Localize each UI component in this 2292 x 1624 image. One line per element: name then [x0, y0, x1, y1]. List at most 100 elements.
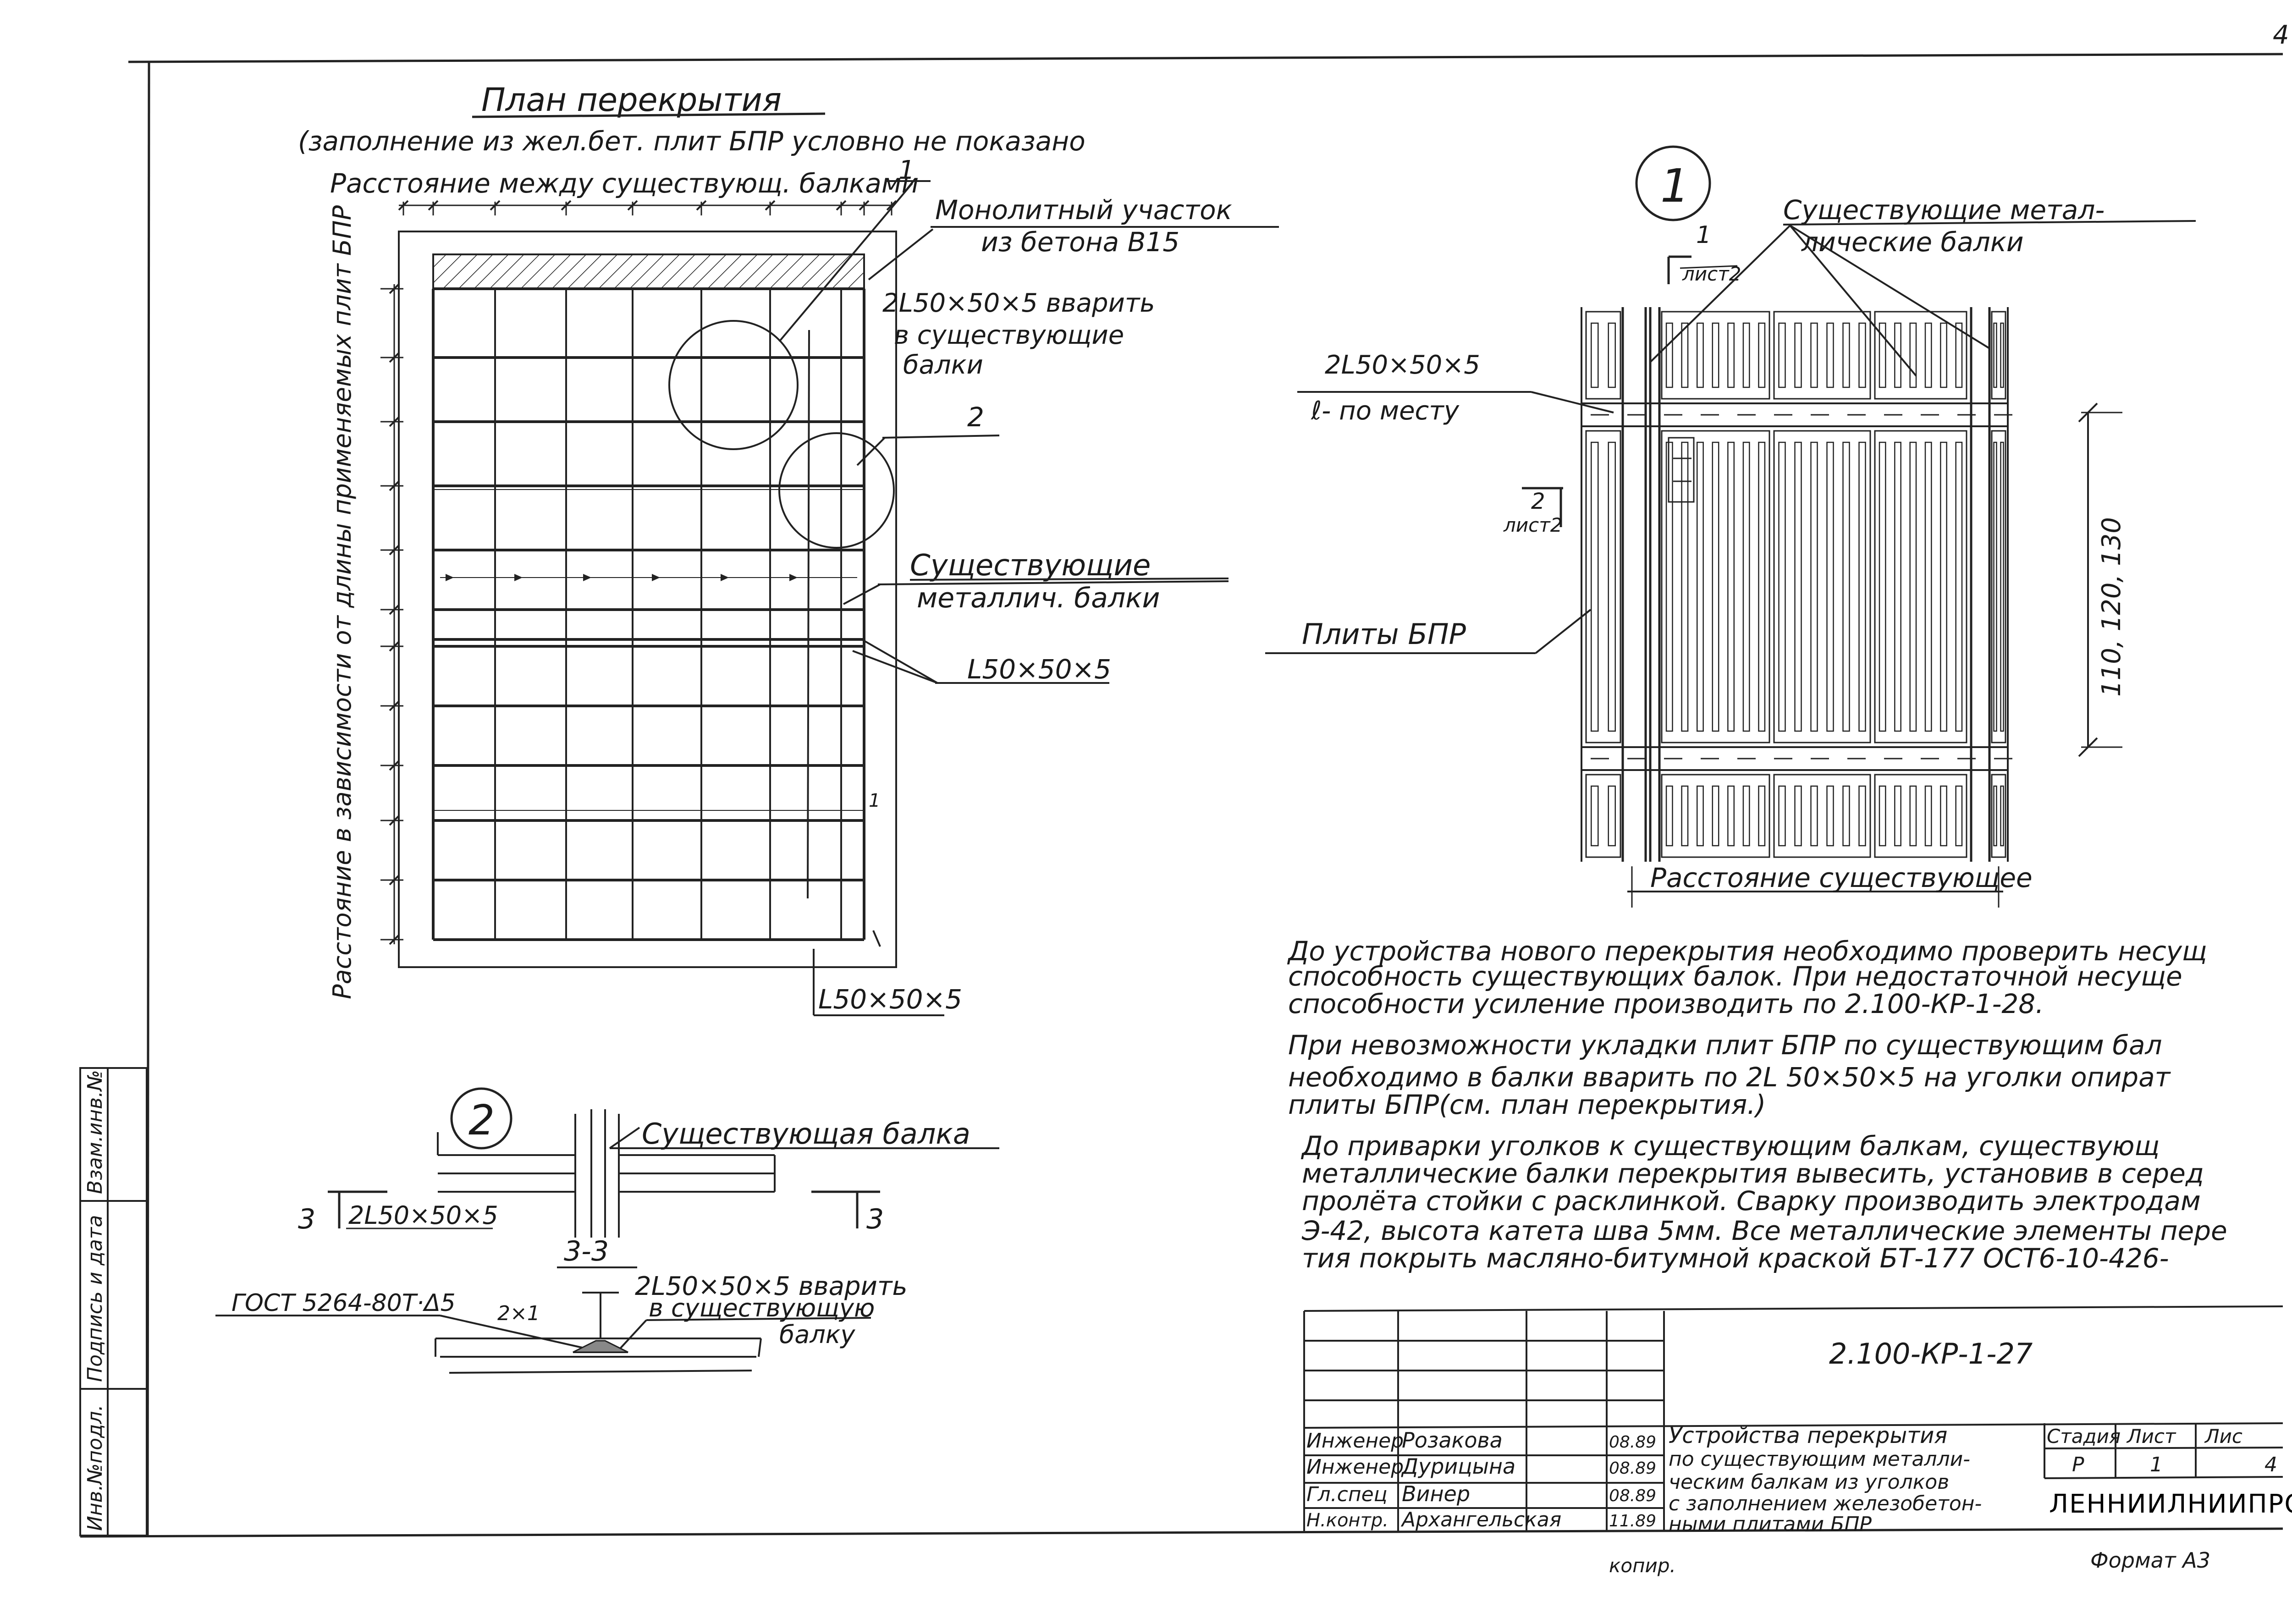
slab-rib — [1712, 441, 1719, 732]
stamp-inv-podl: Инв.№подл. — [83, 1404, 107, 1531]
tb-desc-2: по существующим металли- — [1669, 1448, 1970, 1471]
tb-copied: копир. — [1609, 1554, 1676, 1577]
note-line: пролёта стойки с расклинкой. Сварку прои… — [1302, 1185, 2201, 1217]
plan-view: План перекрытия (заполнение из жел.бет. … — [298, 81, 1279, 1016]
plan-marker-2-label: 2 — [967, 402, 984, 433]
tb-stage-label: Стадия — [2047, 1425, 2121, 1448]
slab-rib — [1681, 322, 1689, 388]
slab-rib — [1879, 322, 1886, 388]
slab-rib — [1727, 322, 1735, 388]
slab-rib — [1842, 441, 1850, 732]
slab-rib — [1591, 322, 1599, 388]
slab-rib — [1858, 785, 1866, 847]
slab-rib — [2000, 441, 2004, 732]
slab-rib — [1993, 785, 1997, 847]
note-weld-line2: в существующие — [894, 320, 1124, 350]
plan-dim-top-label: Расстояние между существующ. балками — [330, 168, 919, 199]
slab-rib — [1909, 785, 1917, 847]
tb-sheet-label: Лист — [2126, 1425, 2176, 1448]
slab-rib — [1955, 322, 1963, 388]
slab-rib — [1727, 785, 1735, 847]
note-line: способности усиление производить по 2.10… — [1288, 988, 2044, 1019]
note-line: способность существующих балок. При недо… — [1288, 961, 2182, 992]
detail-1-drawing — [1581, 307, 2012, 862]
slab-rib — [1665, 785, 1673, 847]
frame — [80, 53, 2283, 1538]
detail-1-beams-line2: лические балки — [1801, 226, 2024, 258]
tb-role-1: Инженер — [1306, 1429, 1404, 1453]
detail-2-beam-label: Существующая балка — [642, 1117, 970, 1151]
tb-stage: Р — [2072, 1453, 2084, 1476]
slab-rib — [1993, 441, 1997, 732]
tb-sheet: 1 — [2150, 1453, 2163, 1476]
detail-1-section-sheet: лист2 — [1682, 263, 1741, 285]
tb-format: Формат А3 — [2090, 1548, 2210, 1573]
note-line: необходимо в балки вварить по 2L 50×50×5… — [1288, 1062, 2171, 1093]
slab-rib — [1993, 322, 1997, 388]
slab-rib — [1742, 322, 1750, 388]
note-monolith-line1: Монолитный участок — [935, 194, 1232, 226]
slab-rib — [1696, 441, 1704, 732]
plan-outline — [398, 231, 897, 968]
slab-rib — [1681, 785, 1689, 847]
slab-rib — [1758, 322, 1766, 388]
note-line: тия покрыть масляно-битумной краской БТ-… — [1302, 1243, 2169, 1274]
slab-rib — [1894, 441, 1901, 732]
slab-rib — [1894, 322, 1901, 388]
detail-1-marker — [1635, 145, 1711, 221]
detail-1-marker-text: 1 — [1660, 159, 1690, 213]
detail-2-cut-right: 3 — [866, 1203, 884, 1235]
sheet-corner-number: 4 — [2273, 20, 2289, 50]
tb-role-2: Инженер — [1306, 1455, 1404, 1479]
tb-sheets-label: Лис — [2204, 1425, 2242, 1448]
plan-detail-circle-1 — [668, 320, 799, 450]
slab-rib — [1879, 785, 1886, 847]
note-line: плиты БПР(см. план перекрытия.) — [1288, 1089, 1766, 1120]
plan-title: План перекрытия — [481, 81, 782, 119]
tb-role-3: Гл.спец — [1306, 1483, 1388, 1506]
slab-rib — [1894, 785, 1901, 847]
detail-1-dim-vertical: 110, 120, 130 — [2097, 517, 2127, 697]
tb-name-1: Розакова — [1402, 1428, 1503, 1453]
slab-rib — [1955, 785, 1963, 847]
detail-2-weld-line2: в существующую — [649, 1294, 875, 1322]
slab-rib — [1909, 322, 1917, 388]
slab-rib — [1924, 441, 1932, 732]
monolith-strip — [432, 253, 865, 290]
side-stamp — [79, 1067, 148, 1536]
note-line: металлические балки перекрытия вывесить,… — [1302, 1158, 2204, 1189]
tb-date-4: 11.89 — [1609, 1512, 1656, 1530]
detail-2-marker-text: 2 — [468, 1096, 495, 1145]
note-line: До устройства нового перекрытия необходи… — [1287, 936, 2207, 967]
note-existing-line2: металлич. балки — [917, 582, 1160, 614]
plan-side-mark: 1 — [869, 790, 880, 811]
slab-rib — [1940, 441, 1947, 732]
note-angle-right: L50×50×5 — [967, 654, 1111, 685]
slab-rib — [1778, 322, 1786, 388]
tb-desc-4: с заполнением железобетон- — [1669, 1492, 1982, 1515]
slab-rib — [1665, 441, 1673, 732]
detail-2: 2 Существующая балка 3 3 2L50×50×5 — [215, 1087, 999, 1374]
slab-rib — [1826, 785, 1834, 847]
slab-rib — [1742, 785, 1750, 847]
slab-rib — [1727, 441, 1735, 732]
detail-1-section2-sheet: лист2 — [1503, 514, 1562, 536]
slab-rib — [1608, 322, 1616, 388]
slab-rib — [1810, 441, 1818, 732]
slab-rib — [1826, 441, 1834, 732]
detail-1-beams-line1: Существующие метал- — [1783, 194, 2105, 226]
slab-rib — [2000, 785, 2004, 847]
slab-rib — [1758, 441, 1766, 732]
tb-date-3: 08.89 — [1609, 1486, 1656, 1505]
plan-marker-1: 1 — [898, 155, 915, 185]
slab-rib — [1810, 322, 1818, 388]
detail-2-weld-mark: 2×1 — [497, 1302, 540, 1325]
note-monolith-line2: из бетона В15 — [981, 226, 1179, 258]
tb-name-4: Архангельская — [1400, 1508, 1561, 1531]
slab-rib — [1712, 785, 1719, 847]
detail-2-gost: ГОСТ 5264-80Т·Δ5 — [231, 1289, 456, 1317]
slab-rib — [1758, 785, 1766, 847]
slab-rib — [1665, 322, 1673, 388]
detail-1-slabs-label: Плиты БПР — [1302, 617, 1466, 651]
